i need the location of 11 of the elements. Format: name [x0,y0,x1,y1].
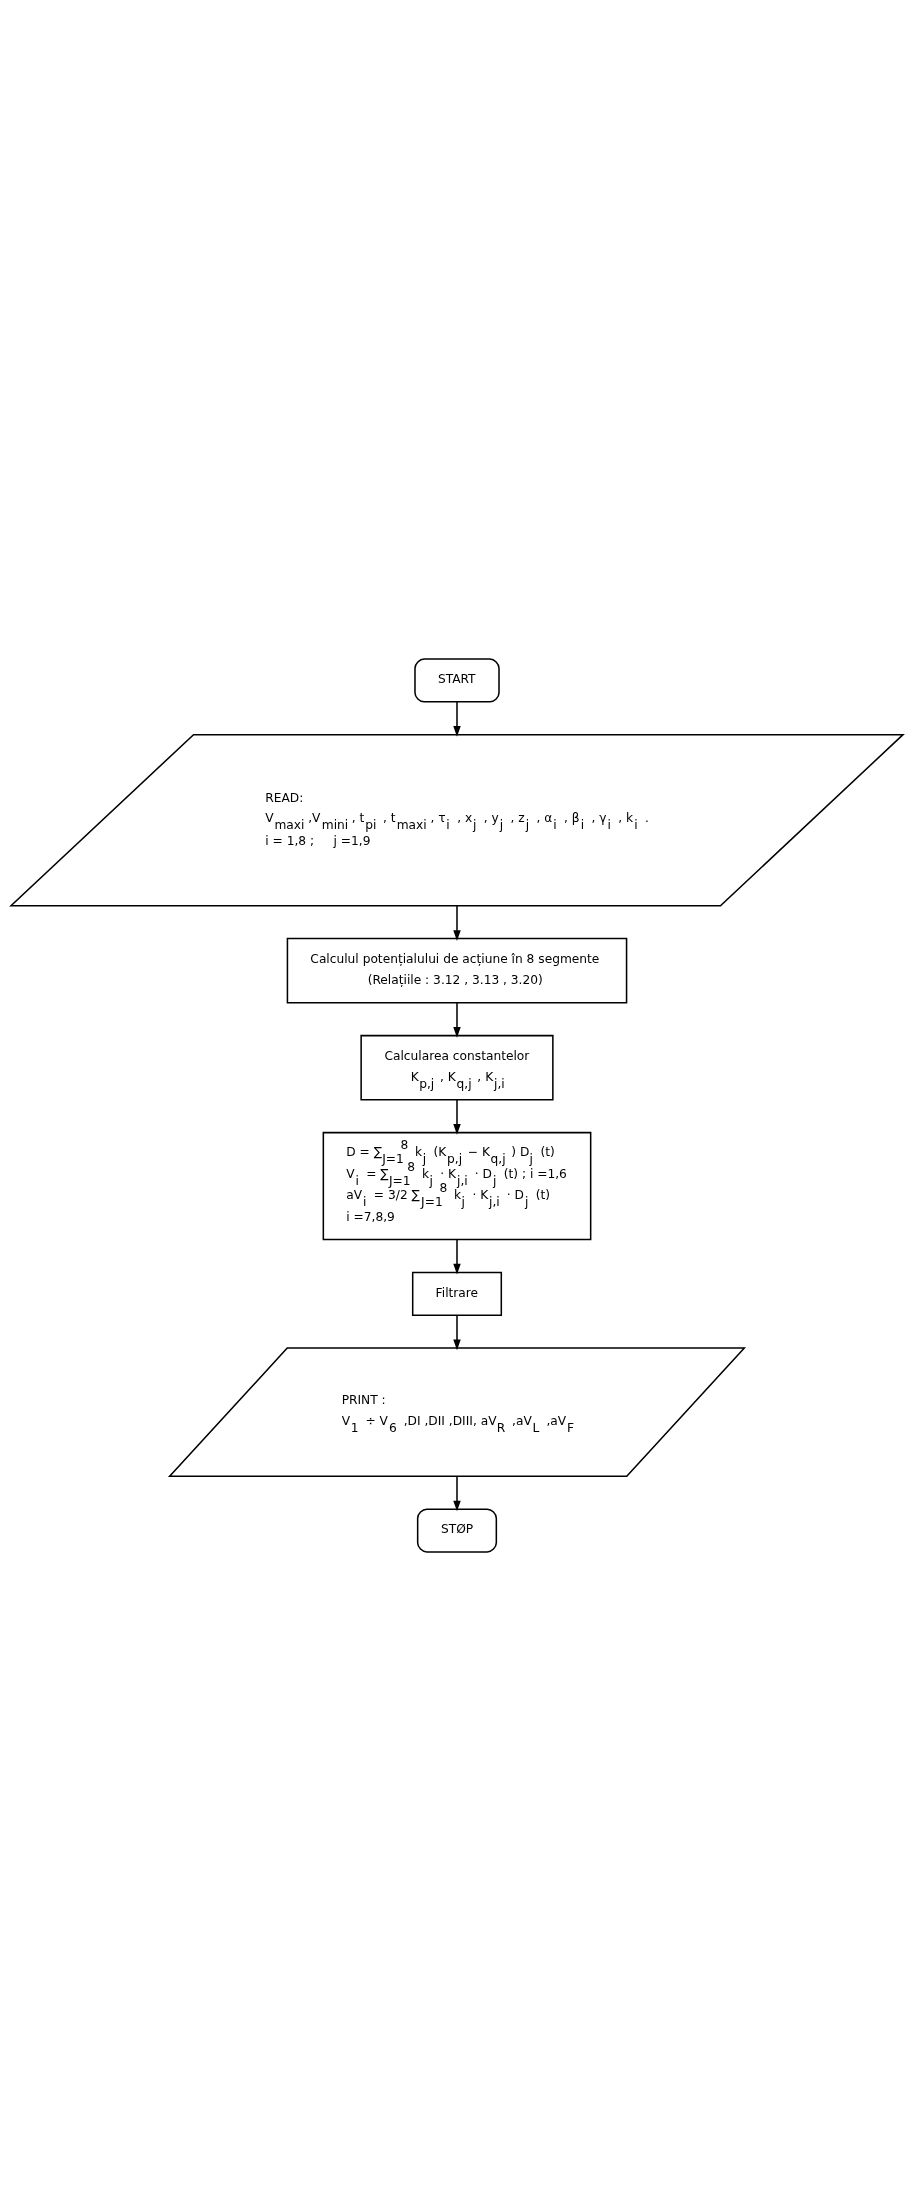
arrow [453,904,461,941]
arrow [453,1098,461,1135]
arrow [453,1313,461,1350]
arrow [453,1238,461,1274]
arrow [453,700,461,737]
node-box: Filtrare [411,1271,503,1316]
node-box: Calculul potențialului de acțiune în 8 segmente (Relațiile : 3.12 , 3.13 , 3.20) [286,937,628,1004]
node-box: START [414,657,500,703]
node-box: STØP [416,1507,498,1553]
arrow [453,1001,461,1038]
arrow [453,1475,461,1511]
